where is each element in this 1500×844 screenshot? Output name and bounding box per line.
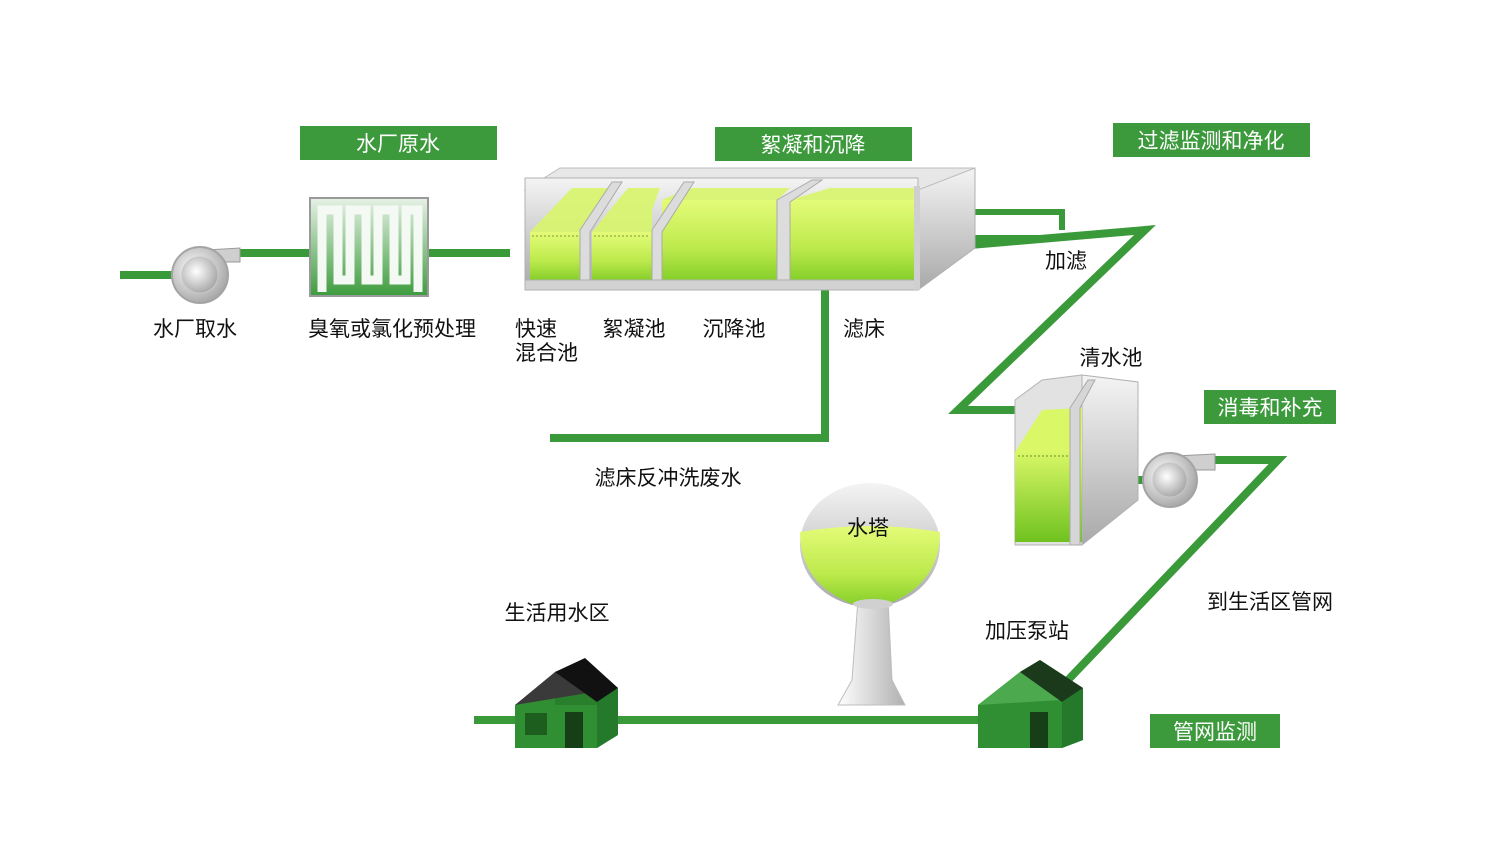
- rapid-mix-tank: [530, 232, 580, 280]
- backwash-label: 滤床反冲洗废水: [595, 466, 742, 490]
- rapid-mix-label-line1: 快速: [515, 317, 557, 341]
- to-network-label: 到生活区管网: [1207, 590, 1333, 614]
- pump-to-network-pipe: [1065, 456, 1288, 683]
- flocculation-tank: [592, 232, 652, 280]
- floc-tank-label: 絮凝池: [603, 317, 666, 341]
- water-tower-label: 水塔: [847, 516, 889, 540]
- booster-station-icon: [978, 660, 1083, 748]
- section-network-label: 管网监测: [1173, 720, 1257, 744]
- section-raw-water-label: 水厂原水: [356, 132, 440, 156]
- section-network: 管网监测: [1150, 714, 1280, 748]
- section-disinfection-label: 消毒和补充: [1218, 396, 1323, 420]
- filter-bed-tank: [790, 200, 915, 280]
- rapid-mix-label-line2: 混合池: [515, 341, 578, 365]
- water-tower-icon: [800, 483, 940, 706]
- intake-label: 水厂取水: [153, 317, 237, 341]
- settling-tank: [662, 200, 777, 280]
- add-filter-label: 加滤: [1045, 249, 1087, 273]
- backwash-pipe: [550, 290, 829, 442]
- settling-label: 沉降池: [703, 317, 766, 341]
- section-flocculation: 絮凝和沉降: [715, 127, 912, 161]
- house-icon: [515, 658, 618, 748]
- pump-icon: [171, 246, 241, 304]
- residential-label: 生活用水区: [505, 601, 610, 625]
- filter-bed-label: 滤床: [843, 317, 885, 341]
- disinfection-pump-icon: [1142, 452, 1216, 508]
- clear-well-label: 清水池: [1080, 346, 1143, 370]
- section-filtration: 过滤监测和净化: [1113, 123, 1310, 157]
- ozone-unit-icon: [309, 197, 429, 297]
- section-filtration-label: 过滤监测和净化: [1138, 129, 1285, 153]
- filter-to-clearwell-pipe-c: [975, 209, 1065, 230]
- booster-label: 加压泵站: [985, 619, 1069, 643]
- section-raw-water: 水厂原水: [300, 126, 497, 160]
- clear-well-tank: [1014, 374, 1139, 547]
- section-disinfection: 消毒和补充: [1204, 390, 1336, 424]
- preoxidation-label: 臭氧或氯化预处理: [308, 317, 476, 341]
- treatment-basin: [523, 167, 976, 291]
- section-flocculation-label: 絮凝和沉降: [761, 133, 866, 157]
